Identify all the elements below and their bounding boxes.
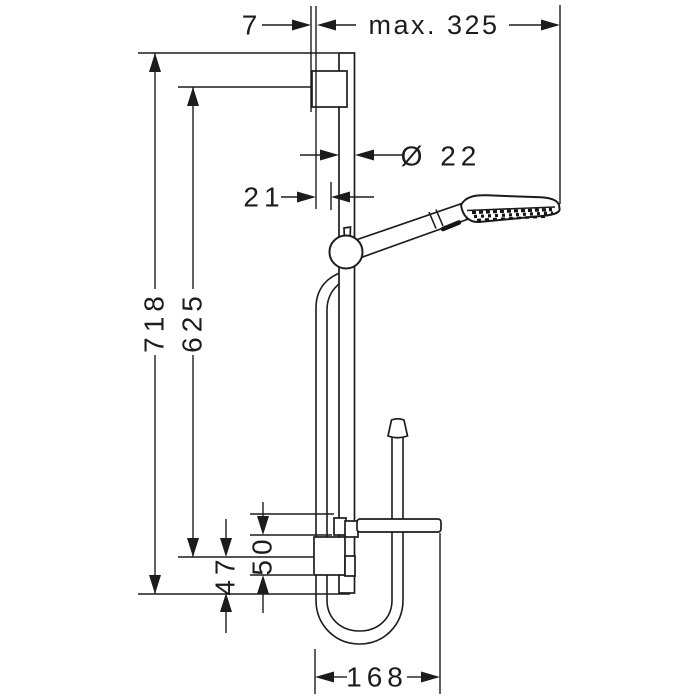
shower-hose [315,271,404,645]
slide-bar [338,52,356,594]
dimension-max-projection: max. 325 [317,5,561,204]
bottom-bracket [313,536,356,577]
dimension-wall-offset: 7 [242,10,311,41]
spray-nozzles [471,207,554,222]
dimension-bottom-small: 47 [210,519,241,633]
dim-label-7: 7 [242,10,263,41]
dimension-bottom-depth: 168 [314,533,441,694]
dim-label-168: 168 [346,662,408,693]
dim-label-diameter-22: Ø 22 [401,141,482,172]
dim-label-max-325: max. 325 [368,10,499,40]
slider-knob [328,234,364,270]
select-button [440,220,462,232]
dim-label-718: 718 [139,291,170,353]
dimension-bar-diameter: Ø 22 [300,141,482,172]
shelf-soap-dish [333,517,442,538]
dim-label-21: 21 [243,182,284,213]
dim-label-47: 47 [210,554,241,595]
hand-shower-handle [348,202,469,261]
wall-line [310,6,317,209]
dimension-overall-height: 718 [138,52,350,595]
dimension-bottom-large: 50 [247,502,334,613]
hand-shower-head [459,194,561,224]
top-bracket [311,70,348,108]
hose-nut [387,417,409,439]
dimension-bar-length: 625 [177,86,314,558]
dimension-wall-clearance: 21 [243,182,374,213]
dim-label-625: 625 [177,291,208,353]
dim-label-50: 50 [247,534,278,575]
